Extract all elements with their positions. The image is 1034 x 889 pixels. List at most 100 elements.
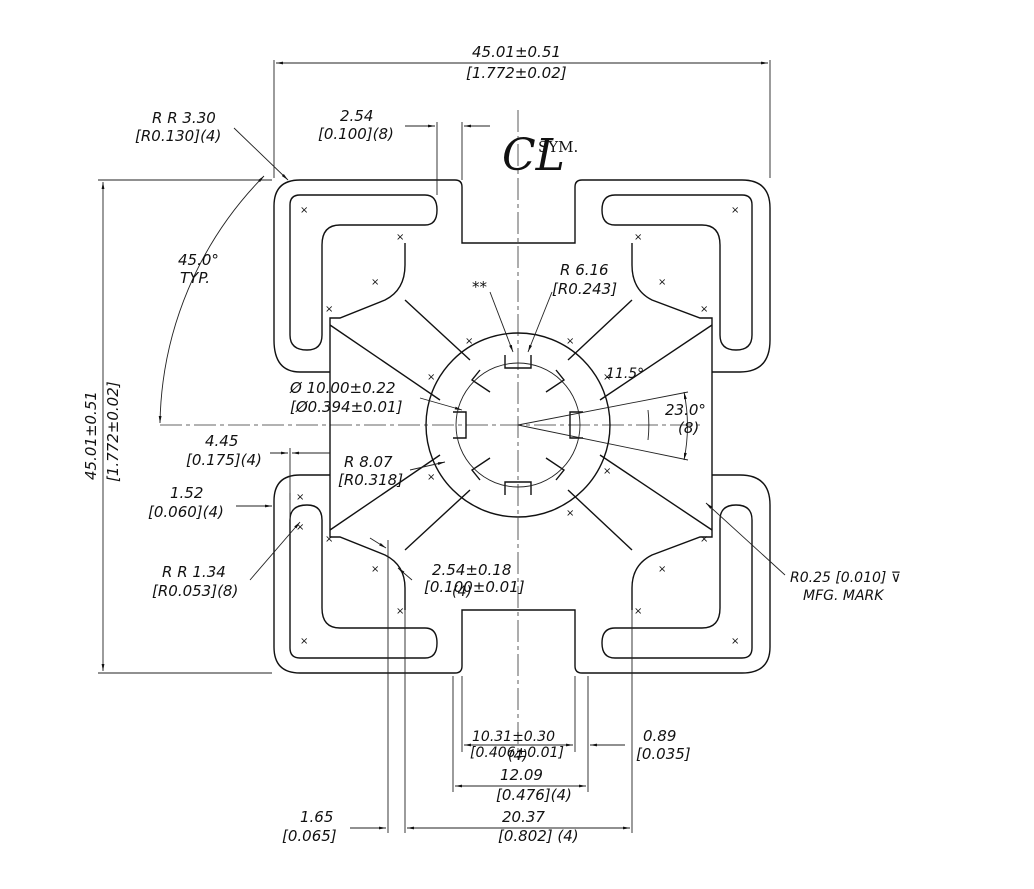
x-mark: × bbox=[700, 304, 708, 315]
core-radius-inch-label: [R0.243] bbox=[552, 280, 617, 298]
dim-slot-lip: 2.54 [0.100](8) bbox=[318, 107, 490, 195]
wall-inch-label: [0.065] bbox=[282, 827, 337, 845]
bore-inch-label: [Ø0.394±0.01] bbox=[290, 398, 403, 416]
lip-gap-label: 0.89 bbox=[643, 727, 676, 745]
diag-web-7 bbox=[567, 489, 633, 551]
dim-overall-height: 45.01±0.51 [1.772±0.02] bbox=[82, 179, 272, 674]
diag-web-2 bbox=[329, 324, 441, 401]
web-thickness-label: 2.54±0.18 bbox=[432, 561, 511, 579]
mfg-mark-note: MFG. MARK bbox=[803, 588, 885, 604]
angle-typ-label: TYP. bbox=[180, 269, 210, 287]
x-mark: × bbox=[566, 336, 574, 347]
outer-boundary bbox=[273, 179, 771, 674]
double-star-label: ** bbox=[472, 278, 488, 296]
x-mark: × bbox=[634, 606, 642, 617]
x-mark: × bbox=[700, 534, 708, 545]
x-mark: × bbox=[371, 564, 379, 575]
x-mark: × bbox=[300, 205, 308, 216]
slot-count-label: (4) bbox=[508, 748, 528, 764]
diag-web-8 bbox=[599, 454, 713, 531]
core-splines bbox=[453, 355, 583, 495]
step-inch-label: [0.060](4) bbox=[148, 503, 224, 521]
small-radius-label: R R 1.34 bbox=[162, 563, 226, 581]
slot-depth-inch-label: [0.802] (4) bbox=[498, 827, 579, 845]
dim-slot-outer: 12.09 [0.476](4) bbox=[452, 676, 589, 804]
web-angle-count-label: (8) bbox=[678, 419, 699, 437]
x-mark: × bbox=[427, 472, 435, 483]
lip-gap-inch-label: [0.035] bbox=[636, 745, 691, 763]
outer-profile bbox=[273, 179, 771, 674]
overall-width-inch-label: [1.772±0.02] bbox=[466, 64, 567, 82]
x-mark: × bbox=[731, 636, 739, 647]
mfg-mark-label: R0.25 [0.010] ⊽ bbox=[790, 570, 901, 586]
dim-step: 1.52 [0.060](4) bbox=[148, 484, 291, 521]
dim-web-thickness: 2.54±0.18 [0.100±0.01] (4) bbox=[369, 537, 525, 600]
dim-bore: Ø 10.00±0.22 [Ø0.394±0.01] bbox=[289, 379, 463, 416]
x-mark: × bbox=[603, 466, 611, 477]
x-mark: × bbox=[396, 232, 404, 243]
web-angle-label: 23.0° bbox=[665, 401, 706, 419]
diag-web-3 bbox=[567, 299, 633, 361]
slot-pocket-bottom-left bbox=[289, 504, 438, 659]
central-core bbox=[425, 332, 611, 518]
diag-web-4 bbox=[599, 324, 713, 401]
slot-pocket-top-right bbox=[601, 194, 753, 351]
slot-width-inch-label: [0.406±0.01] bbox=[470, 745, 564, 761]
web-top-left bbox=[329, 243, 406, 372]
dim-inner-radius: R 8.07 [R0.318] bbox=[338, 453, 446, 489]
side-slot-walls bbox=[329, 372, 713, 475]
web-bottom-right bbox=[631, 475, 713, 610]
angle-45-label: 45.0° bbox=[178, 251, 219, 269]
x-mark: × bbox=[296, 522, 304, 533]
web-count-label: (4) bbox=[452, 584, 472, 600]
dim-core-radius: ** R 6.16 [R0.243] bbox=[472, 261, 617, 353]
offset-a-inch-label: [0.175](4) bbox=[186, 451, 262, 469]
x-mark: × bbox=[325, 534, 333, 545]
dim-overall-width: 45.01±0.51 [1.772±0.02] bbox=[273, 43, 771, 178]
x-mark: × bbox=[371, 277, 379, 288]
step-label: 1.52 bbox=[170, 484, 203, 502]
overall-height-label: 45.01±0.51 bbox=[82, 391, 100, 480]
dim-lip-gap: 0.89 [0.035] bbox=[587, 676, 691, 763]
small-radius-inch-label: [R0.053](8) bbox=[152, 582, 238, 600]
dim-web-angles: 11.5° 23.0° (8) bbox=[517, 366, 706, 461]
small-angle-label: 11.5° bbox=[606, 366, 644, 382]
web-top-right bbox=[631, 243, 713, 372]
bore-label: Ø 10.00±0.22 bbox=[289, 379, 395, 397]
core-outer bbox=[425, 332, 611, 518]
x-mark: × bbox=[300, 636, 308, 647]
wall-label: 1.65 bbox=[300, 808, 333, 826]
slot-pocket-bottom-right bbox=[601, 504, 753, 659]
x-mark: × bbox=[465, 336, 473, 347]
dim-angle-45: 45.0° TYP. bbox=[158, 175, 265, 424]
core-bore bbox=[455, 362, 581, 488]
x-mark: × bbox=[658, 564, 666, 575]
slot-depth-label: 20.37 bbox=[502, 808, 545, 826]
inner-radius-label: R 8.07 bbox=[344, 453, 393, 471]
corner-radius-label: R R 3.30 bbox=[152, 109, 216, 127]
x-mark: × bbox=[658, 277, 666, 288]
slot-lip-inch-label: [0.100](8) bbox=[318, 125, 394, 143]
x-mark: × bbox=[427, 372, 435, 383]
x-mark: × bbox=[566, 508, 574, 519]
dim-slot-depth: 20.37 [0.802] (4) bbox=[407, 610, 633, 845]
web-thickness-inch-label: [0.100±0.01] bbox=[424, 578, 525, 596]
x-mark: × bbox=[296, 492, 304, 503]
corner-radius-inch-label: [R0.130](4) bbox=[135, 127, 221, 145]
centerline-symbol: CL SYM. bbox=[502, 130, 578, 181]
offset-a-label: 4.45 bbox=[205, 432, 238, 450]
slot-outer-label: 12.09 bbox=[500, 766, 543, 784]
x-mark: × bbox=[603, 372, 611, 383]
dim-mfg-mark: R0.25 [0.010] ⊽ MFG. MARK bbox=[705, 502, 901, 604]
centerline-glyph: CL bbox=[502, 130, 565, 181]
x-mark: × bbox=[325, 304, 333, 315]
diag-web-1 bbox=[404, 299, 471, 361]
dim-wall: 1.65 [0.065] bbox=[282, 540, 406, 845]
slot-outer-inch-label: [0.476](4) bbox=[496, 786, 572, 804]
x-mark: × bbox=[731, 205, 739, 216]
slot-pocket-top-left bbox=[289, 194, 438, 351]
slot-lip-label: 2.54 bbox=[340, 107, 373, 125]
overall-height-inch-label: [1.772±0.02] bbox=[104, 381, 122, 482]
